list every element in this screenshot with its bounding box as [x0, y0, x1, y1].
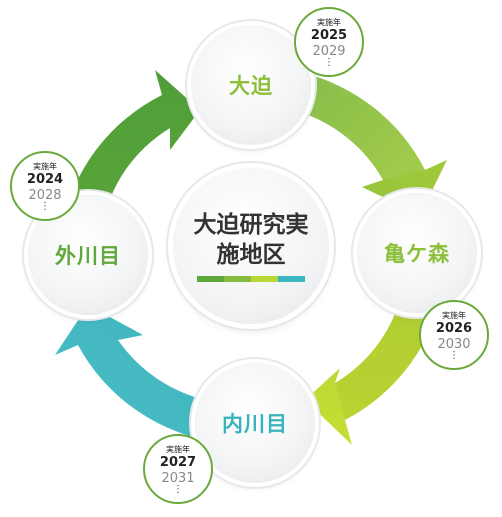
badge-year-first: 2025 [310, 27, 348, 43]
badge-uchikawame: 実施年 2027 2031 ⋮ [143, 434, 213, 504]
badge-sotokawame: 実施年 2024 2028 ⋮ [10, 151, 80, 221]
badge-year-second: 2028 [28, 187, 62, 203]
color-bar-green-mid [224, 276, 251, 282]
badge-more: ⋮ [40, 200, 50, 212]
color-bar-teal [278, 276, 305, 282]
node-oohasama: 大迫 [191, 25, 311, 145]
badge-kamegamori: 実施年 2026 2030 ⋮ [419, 300, 489, 370]
badge-year-first: 2027 [159, 454, 197, 470]
node-label-sotokawame: 外川目 [55, 244, 121, 268]
badge-year-second: 2029 [312, 43, 346, 59]
arrow-kamegamori-to-uchikawame [305, 300, 440, 445]
arrow-shade-top [300, 72, 425, 180]
arrow-uchikawame-to-sotokawame [55, 305, 205, 440]
badge-label: 実施年 [317, 17, 341, 27]
color-bar-green-dark [197, 276, 224, 282]
badge-more: ⋮ [449, 349, 459, 361]
node-uchikawame: 内川目 [195, 363, 315, 483]
badge-label: 実施年 [166, 444, 190, 454]
node-label-oohasama: 大迫 [229, 74, 273, 98]
badge-more: ⋮ [173, 483, 183, 495]
node-label-uchikawame: 内川目 [222, 412, 288, 436]
badge-label: 実施年 [33, 161, 57, 171]
color-bar-lime [251, 276, 278, 282]
badge-label: 実施年 [442, 310, 466, 320]
badge-year-second: 2031 [161, 470, 195, 486]
badge-oohasama: 実施年 2025 2029 ⋮ [294, 7, 364, 77]
center-title: 大迫研究実施地区 [193, 212, 309, 268]
arrow-shade-right [335, 300, 440, 420]
badge-year-first: 2024 [26, 171, 64, 187]
badge-year-second: 2030 [437, 336, 471, 352]
badge-more: ⋮ [324, 56, 334, 68]
node-label-kamegamori: 亀ケ森 [384, 242, 450, 266]
arrow-sotokawame-to-oohasama [62, 70, 200, 228]
color-bar [197, 276, 305, 282]
badge-year-first: 2026 [435, 320, 473, 336]
center-circle: 大迫研究実施地区 [173, 168, 329, 324]
node-kamegamori: 亀ケ森 [357, 193, 477, 313]
arrow-oohasama-to-kamegamori [300, 72, 447, 215]
